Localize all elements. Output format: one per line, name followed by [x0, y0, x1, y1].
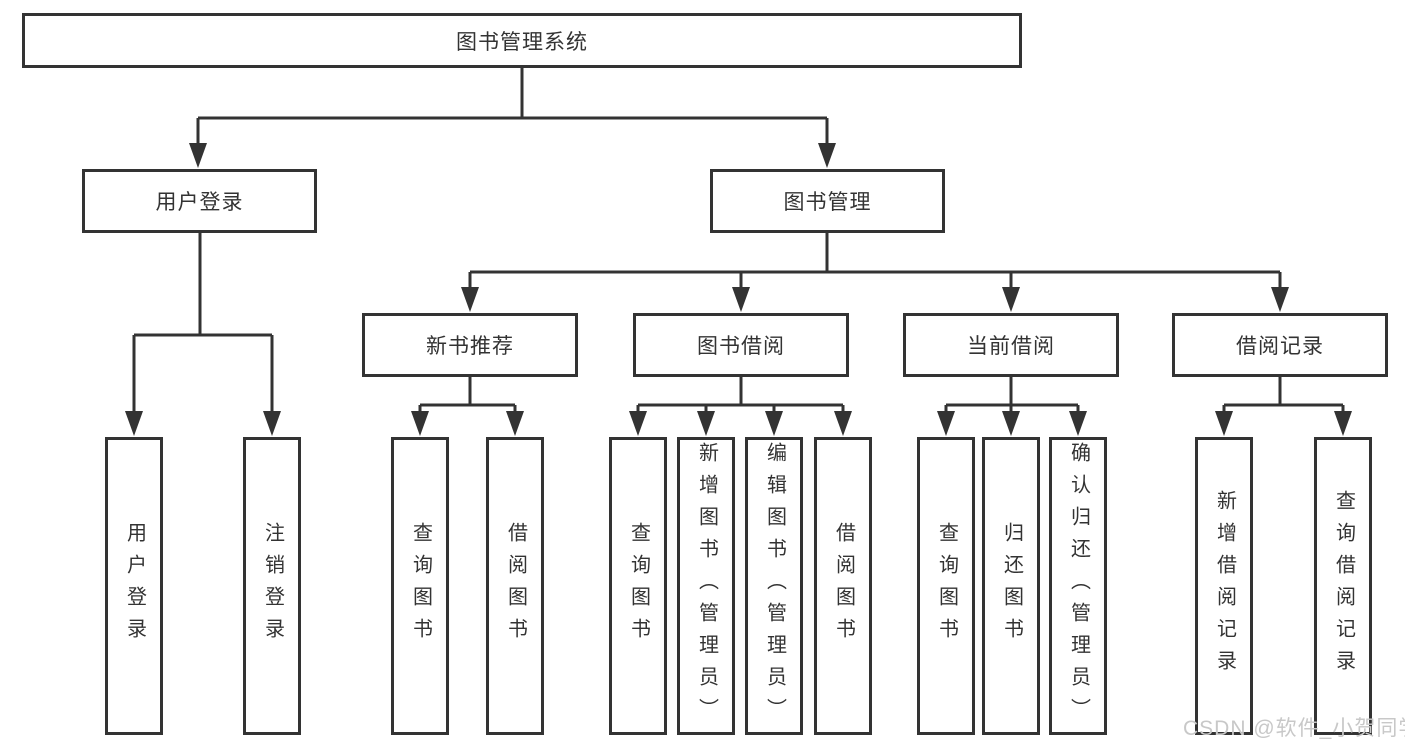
node-library-management-system: 图书管理系统 [22, 13, 1022, 68]
node-query-books-recommend: 查询图书 [391, 437, 449, 735]
node-label: 用户登录 [123, 522, 146, 650]
node-logout: 注销登录 [243, 437, 301, 735]
node-current-borrowing: 当前借阅 [903, 313, 1119, 377]
node-new-book-recommendation: 新书推荐 [362, 313, 578, 377]
node-query-books-borrowing: 查询图书 [609, 437, 667, 735]
node-book-borrowing: 图书借阅 [633, 313, 849, 377]
node-add-borrow-record: 新增借阅记录 [1195, 437, 1253, 735]
node-label: 借阅图书 [504, 522, 527, 650]
node-label: 归还图书 [1000, 522, 1023, 650]
node-borrow-books-recommend: 借阅图书 [486, 437, 544, 735]
node-user-login: 用户登录 [82, 169, 317, 233]
node-label: 查询图书 [935, 522, 958, 650]
node-confirm-return-admin: 确认归还（管理员） [1049, 437, 1107, 735]
node-label: 借阅图书 [832, 522, 855, 650]
node-label: 查询图书 [627, 522, 650, 650]
node-add-books-admin: 新增图书（管理员） [677, 437, 735, 735]
node-edit-books-admin: 编辑图书（管理员） [745, 437, 803, 735]
node-borrow-books: 借阅图书 [814, 437, 872, 735]
node-label: 编辑图书（管理员） [763, 442, 786, 730]
node-user-login-leaf: 用户登录 [105, 437, 163, 735]
node-label: 查询图书 [409, 522, 432, 650]
node-query-books-current: 查询图书 [917, 437, 975, 735]
node-book-management: 图书管理 [710, 169, 945, 233]
node-label: 确认归还（管理员） [1067, 442, 1090, 730]
node-label: 查询借阅记录 [1332, 490, 1355, 682]
watermark: CSDN @软件_小贺同学 [1183, 717, 1405, 740]
node-label: 新增借阅记录 [1213, 490, 1236, 682]
node-label: 新增图书（管理员） [695, 442, 718, 730]
node-return-books: 归还图书 [982, 437, 1040, 735]
node-borrow-records: 借阅记录 [1172, 313, 1388, 377]
node-label: 注销登录 [261, 522, 284, 650]
node-query-borrow-record: 查询借阅记录 [1314, 437, 1372, 735]
